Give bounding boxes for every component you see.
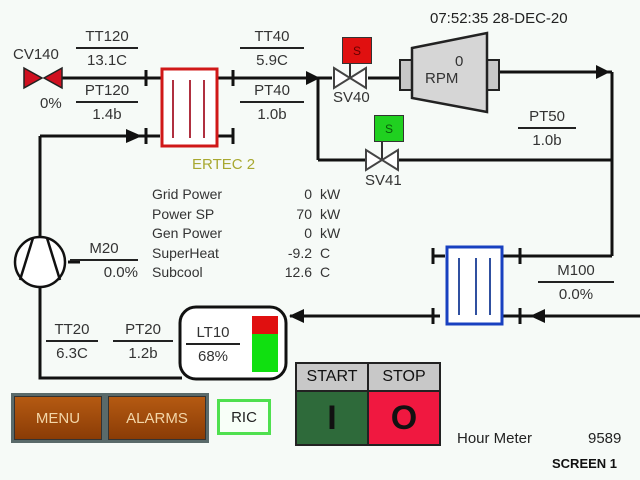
- lt10-readout: LT10 68%: [186, 324, 240, 365]
- data-name: Grid Power: [152, 186, 223, 202]
- stop-button[interactable]: O: [369, 392, 439, 444]
- pt40-label: PT40: [240, 82, 304, 103]
- pt20-readout: PT20 1.2b: [113, 321, 173, 362]
- tt120-value: 13.1C: [86, 52, 128, 69]
- cv140-valve-button[interactable]: [20, 62, 65, 94]
- menu-button-label: MENU: [14, 396, 102, 440]
- data-row-subcool: Subcool 12.6 C: [152, 264, 352, 284]
- m100-label: M100: [538, 262, 614, 283]
- data-value: 0: [304, 186, 312, 202]
- flow-arrow-icon: [306, 71, 320, 85]
- turbine-rpm-value: 0: [455, 53, 464, 70]
- data-row-grid-power: Grid Power 0 kW: [152, 186, 352, 206]
- data-row-power-sp[interactable]: Power SP 70 kW: [152, 206, 352, 226]
- flow-arrow-icon: [289, 309, 304, 323]
- m20-label: M20: [70, 240, 138, 261]
- stop-label: STOP: [369, 364, 439, 390]
- turbine-icon: [399, 31, 500, 114]
- data-row-superheat: SuperHeat -9.2 C: [152, 245, 352, 265]
- m20-value: 0.0%: [103, 264, 138, 281]
- tt20-label: TT20: [46, 321, 98, 342]
- solenoid-valve-sv41-icon: [365, 140, 399, 172]
- pt40-readout: PT40 1.0b: [240, 82, 304, 123]
- evaporator-label: ERTEC 2: [192, 156, 256, 173]
- tt20-readout: TT20 6.3C: [46, 321, 98, 362]
- cv140-label: CV140: [13, 46, 59, 63]
- pt20-value: 1.2b: [128, 345, 158, 362]
- data-unit: kW: [320, 186, 341, 202]
- data-unit: C: [320, 264, 331, 280]
- m100-readout: M100 0.0%: [538, 262, 614, 303]
- solenoid-valve-sv40-icon: [333, 62, 367, 90]
- flow-arrow-icon: [126, 129, 142, 143]
- sv41-solenoid-badge[interactable]: S: [374, 115, 404, 142]
- alarms-button[interactable]: ALARMS: [105, 393, 209, 443]
- start-stop-panel: START STOP I O: [295, 362, 441, 446]
- data-name: Power SP: [152, 205, 215, 222]
- pt120-value: 1.4b: [92, 106, 122, 123]
- start-button[interactable]: I: [297, 392, 367, 444]
- data-row-gen-power: Gen Power 0 kW: [152, 225, 352, 245]
- start-label: START: [297, 364, 367, 390]
- hour-meter-value: 9589: [588, 430, 622, 447]
- data-name: SuperHeat: [152, 244, 219, 261]
- lt10-level-bar: [252, 316, 278, 372]
- tt40-readout: TT40 5.9C: [240, 28, 304, 69]
- data-value: -9.2: [287, 244, 312, 261]
- condenser-heat-exchanger-icon: [445, 245, 504, 326]
- data-unit: kW: [320, 205, 341, 222]
- pt120-readout: PT120 1.4b: [76, 82, 138, 123]
- evaporator-heat-exchanger-icon: [160, 67, 219, 148]
- data-name: Gen Power: [152, 225, 223, 241]
- m100-value: 0.0%: [558, 286, 594, 303]
- hour-meter-label: Hour Meter: [457, 430, 533, 447]
- tt40-label: TT40: [240, 28, 304, 49]
- data-unit: C: [320, 244, 331, 261]
- tt120-readout: TT120 13.1C: [76, 28, 138, 69]
- data-value[interactable]: 70: [296, 205, 312, 222]
- sv41-label: SV41: [365, 172, 402, 189]
- screen-label: SCREEN 1: [552, 456, 618, 471]
- pt50-value: 1.0b: [532, 132, 562, 149]
- compressor-icon: [13, 235, 67, 289]
- data-unit: kW: [320, 225, 341, 241]
- sv40-solenoid-badge[interactable]: S: [342, 37, 372, 64]
- data-name: Subcool: [152, 264, 203, 280]
- flow-arrow-icon: [530, 309, 545, 323]
- pt120-label: PT120: [76, 82, 138, 103]
- pt40-value: 1.0b: [257, 106, 287, 123]
- pt50-readout: PT50 1.0b: [518, 108, 576, 149]
- cv140-value: 0%: [40, 95, 62, 112]
- lt10-label: LT10: [186, 324, 240, 345]
- flow-arrow-icon: [596, 65, 610, 79]
- lt10-level-fill: [252, 333, 278, 372]
- data-value: 12.6: [284, 264, 312, 280]
- alarms-button-label: ALARMS: [108, 396, 206, 440]
- pt50-label: PT50: [518, 108, 576, 129]
- tt20-value: 6.3C: [56, 345, 88, 362]
- m20-readout: M20 0.0%: [70, 240, 138, 281]
- pt20-label: PT20: [113, 321, 173, 342]
- tt40-value: 5.9C: [256, 52, 288, 69]
- lt10-value: 68%: [197, 348, 229, 365]
- menu-button[interactable]: MENU: [11, 393, 105, 443]
- control-valve-icon: [23, 66, 63, 90]
- ric-button[interactable]: RIC: [217, 399, 271, 435]
- data-value: 0: [304, 225, 312, 241]
- datetime-display: 07:52:35 28-DEC-20: [430, 10, 568, 27]
- sv40-label: SV40: [333, 89, 370, 106]
- turbine-rpm-label: RPM: [425, 70, 459, 87]
- tt120-label: TT120: [76, 28, 138, 49]
